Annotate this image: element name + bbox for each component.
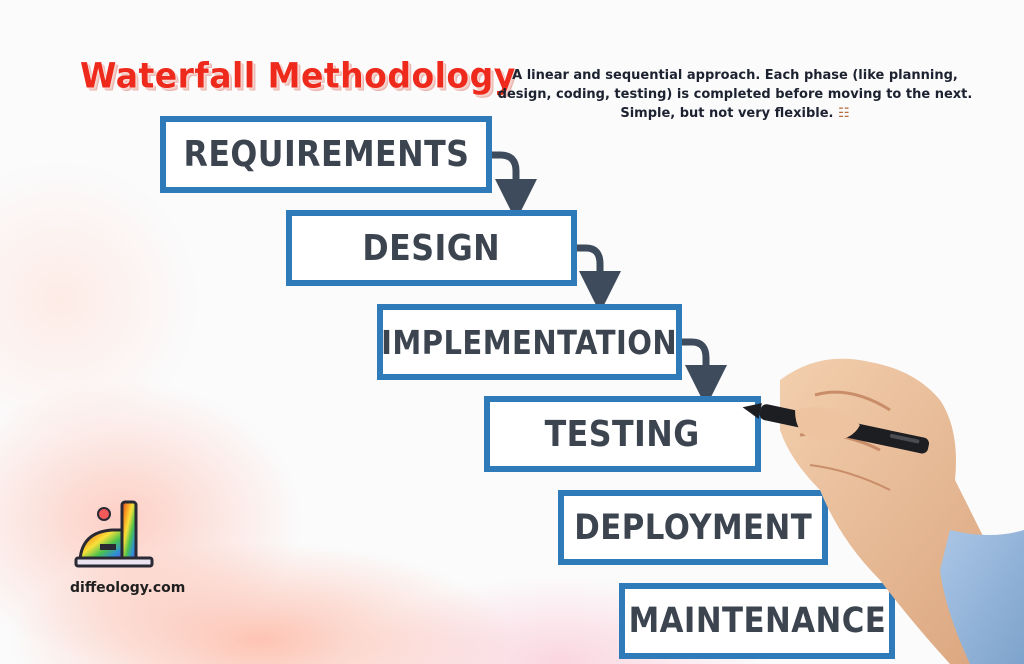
phase-deployment: DEPLOYMENT xyxy=(558,490,828,565)
phase-testing: TESTING xyxy=(484,396,761,472)
arrow-implementation-to-testing xyxy=(676,338,727,407)
diffeology-logo-icon xyxy=(74,500,154,568)
phase-requirements-label: REQUIREMENTS xyxy=(183,134,469,175)
phase-design: DESIGN xyxy=(286,210,577,286)
phase-design-label: DESIGN xyxy=(362,227,501,269)
phase-implementation-label: IMPLEMENTATION xyxy=(381,322,678,362)
phase-implementation: IMPLEMENTATION xyxy=(377,304,682,380)
page-title: Waterfall Methodology xyxy=(80,55,516,96)
phase-testing-label: TESTING xyxy=(544,413,701,455)
description-body: A linear and sequential approach. Each p… xyxy=(497,68,973,121)
description-text: A linear and sequential approach. Each p… xyxy=(488,66,982,123)
arrow-design-to-implementation xyxy=(572,244,621,313)
arrow-requirements-to-design xyxy=(486,151,537,221)
ladder-icon: ☷ xyxy=(838,106,850,121)
phase-requirements: REQUIREMENTS xyxy=(160,116,492,193)
hand-with-pen-image xyxy=(742,358,1024,664)
phase-deployment-label: DEPLOYMENT xyxy=(574,507,812,548)
phase-maintenance-label: MAINTENANCE xyxy=(628,601,886,641)
site-url[interactable]: diffeology.com xyxy=(70,580,186,596)
phase-maintenance: MAINTENANCE xyxy=(619,583,895,659)
